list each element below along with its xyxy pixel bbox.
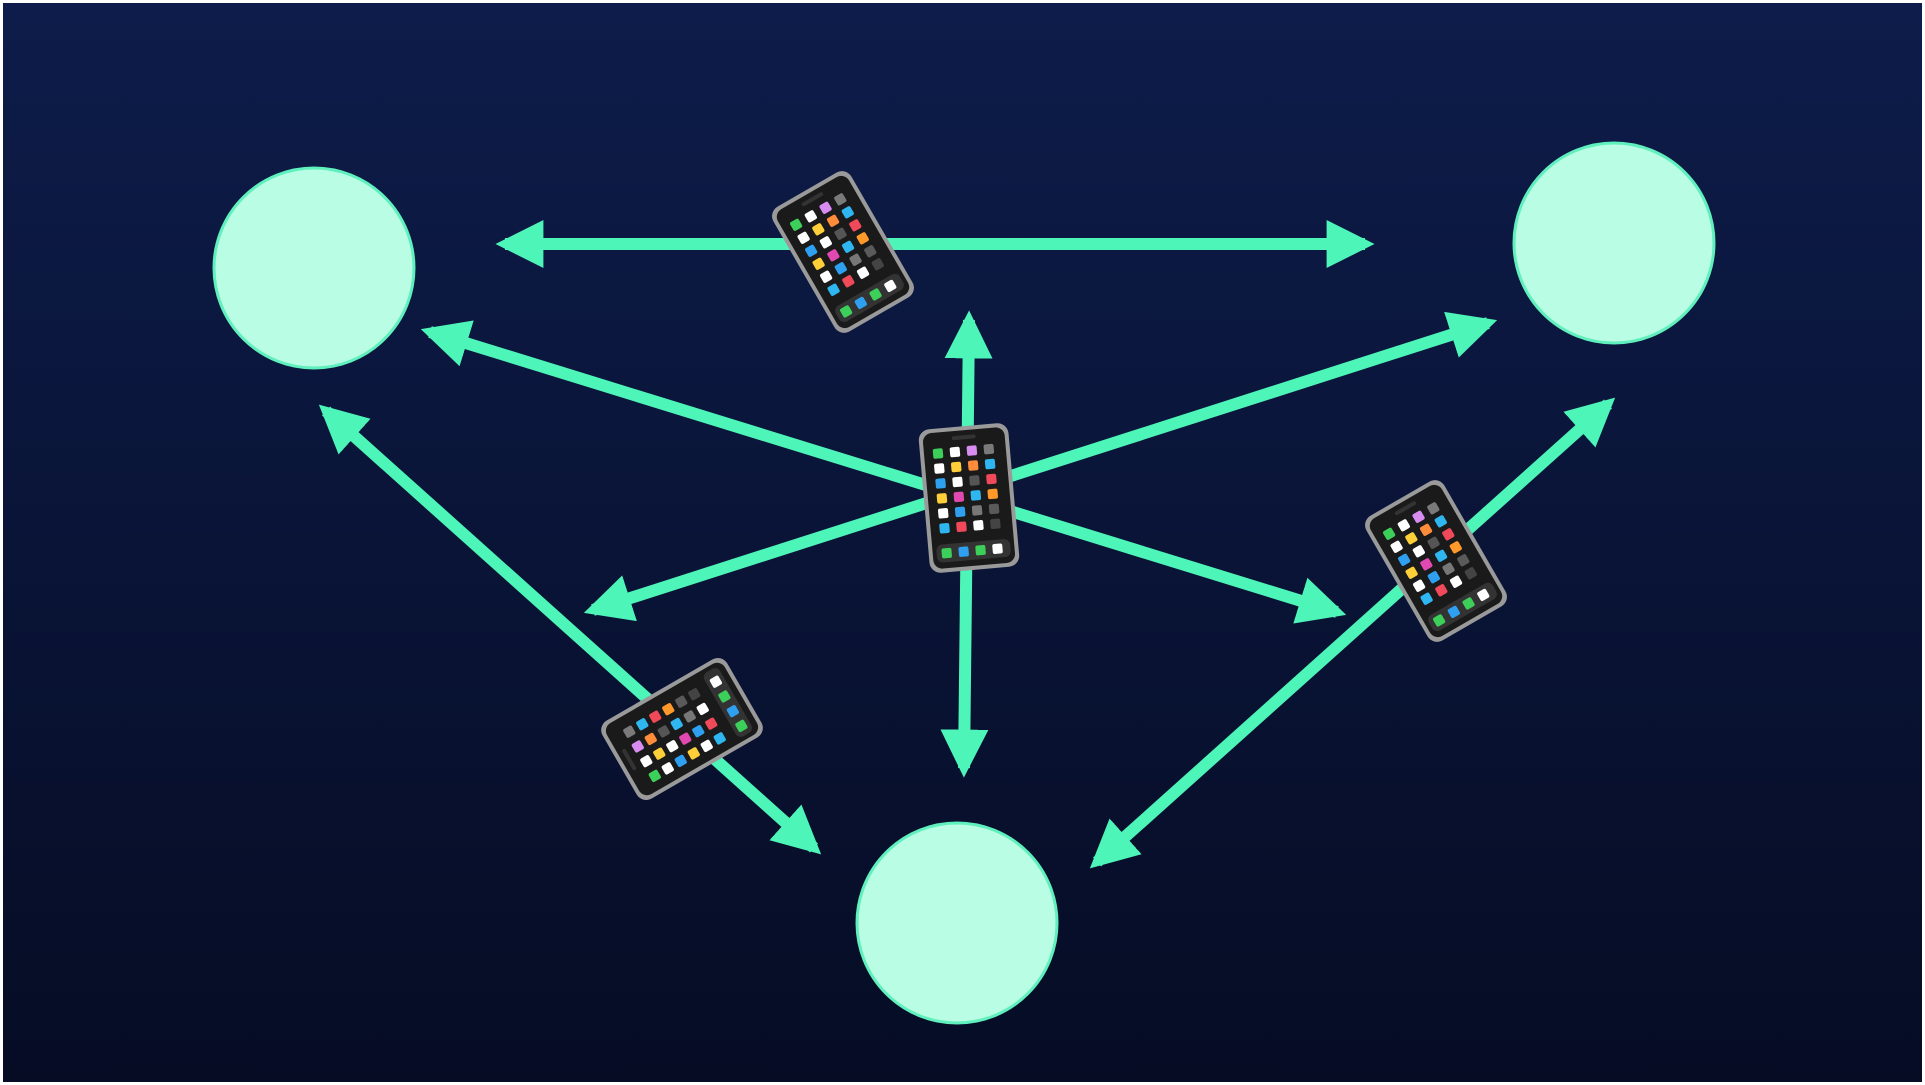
node-top-right	[1512, 141, 1716, 345]
nodes	[212, 141, 1716, 1025]
node-bottom	[855, 821, 1059, 1025]
node-top-left	[212, 166, 416, 370]
arrow-left-side	[318, 404, 822, 855]
smartphone-icon	[917, 422, 1021, 574]
arrow-right-side	[1089, 397, 1616, 869]
